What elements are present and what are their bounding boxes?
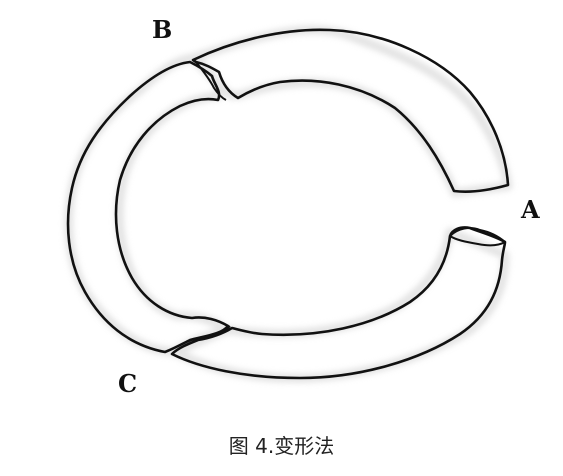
label-c: C: [118, 369, 137, 398]
cut-mark-b: [195, 61, 227, 101]
ring-diagram-svg: B A C: [64, 15, 540, 398]
cut-mark-c: [177, 325, 231, 347]
cut-face-a: [449, 227, 506, 247]
ring-segment-left: [66, 60, 230, 354]
ring-deformation-figure: B A C: [64, 15, 540, 398]
ring-segment-upper-right: [191, 28, 510, 193]
label-a: A: [520, 195, 540, 224]
ring-segment-lower: [170, 226, 507, 380]
figure-caption: 图 4.变形法: [228, 434, 335, 458]
label-b: B: [152, 15, 172, 44]
